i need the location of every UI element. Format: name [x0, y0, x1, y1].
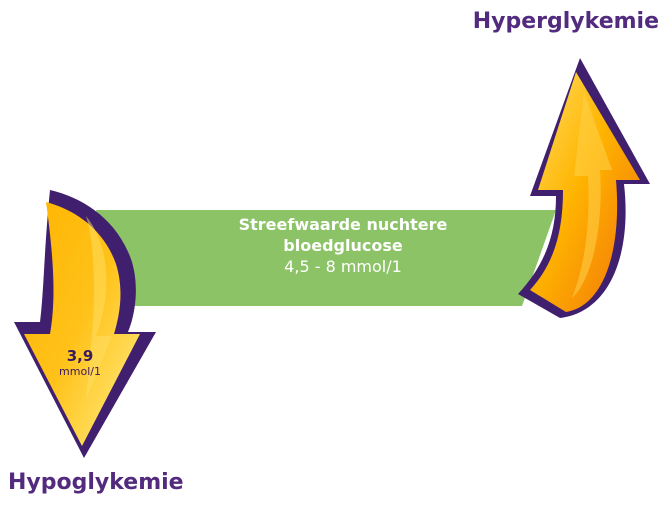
hypo-arrow — [24, 202, 140, 446]
target-title-line1: Streefwaarde nuchtere — [238, 215, 448, 234]
hyper-arrow-highlight — [572, 92, 612, 298]
target-range-box: Streefwaarde nuchtere bloedglucose 4,5 -… — [168, 214, 518, 277]
hyperglycemia-label: Hyperglykemie — [472, 9, 659, 34]
hypo-arrow-highlight — [86, 216, 112, 400]
target-title-line2: bloedglucose — [283, 236, 403, 255]
target-range-value: 4,5 - 8 mmol/1 — [284, 257, 402, 276]
target-band — [96, 210, 556, 306]
threshold-value: 3,9 — [66, 347, 94, 365]
hyper-arrow — [530, 72, 640, 312]
threshold-unit: mmol/1 — [59, 365, 101, 378]
hypo-threshold: 3,9 mmol/1 — [52, 347, 108, 379]
hypoglycemia-label: Hypoglykemie — [8, 470, 184, 495]
